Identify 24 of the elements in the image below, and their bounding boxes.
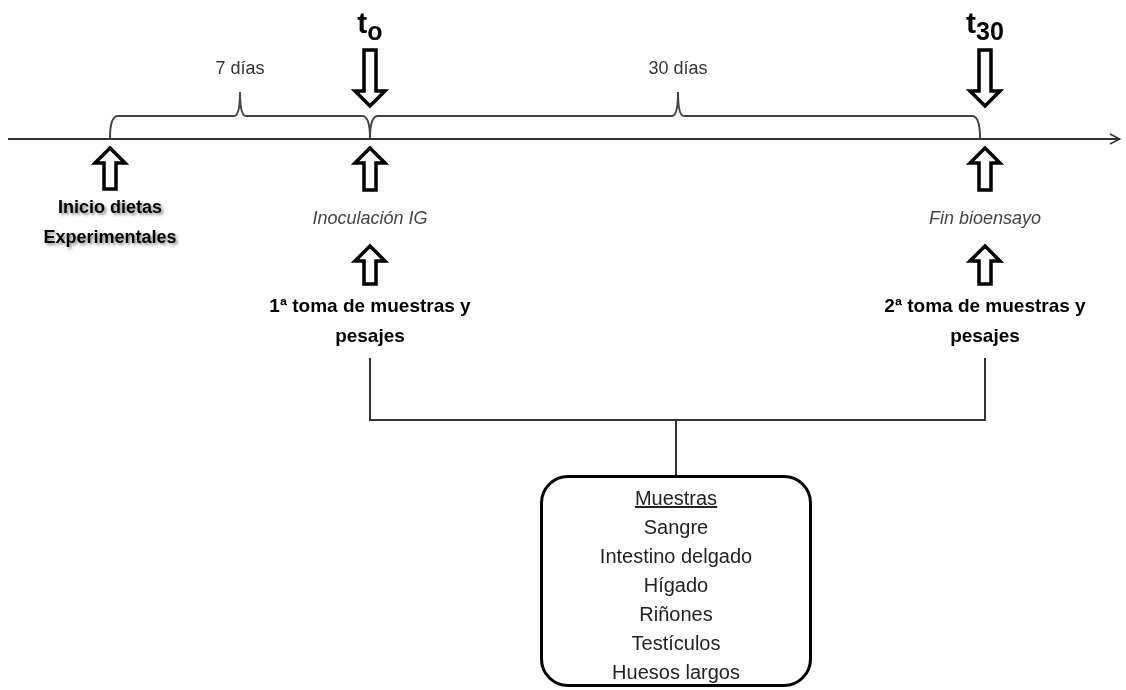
list-item: Riñones xyxy=(639,602,713,627)
list-heading: Muestras xyxy=(634,486,718,511)
list-item: Intestino delgado xyxy=(599,544,753,569)
list-item: Testículos xyxy=(631,631,721,656)
time-point-label: t$_{o}$ xyxy=(357,8,383,44)
block-arrow xyxy=(350,48,390,109)
list-item: Huesos largos xyxy=(612,660,740,685)
block-arrow xyxy=(965,243,1005,286)
block-arrow xyxy=(350,145,390,192)
sample-list-box xyxy=(540,475,812,687)
event-label: Inicio dietas Experimentales xyxy=(42,196,178,249)
block-arrow xyxy=(965,145,1005,192)
block-arrow xyxy=(90,145,130,191)
event-label: 1ª toma de muestras y pesajes xyxy=(268,294,472,348)
event-label: 2ª toma de muestras y pesajes xyxy=(883,294,1087,348)
duration-label: 30 días xyxy=(648,58,708,79)
event-label: Fin bioensayo xyxy=(928,207,1042,230)
time-point-label: t$_{30}$ xyxy=(966,8,1004,44)
block-arrow xyxy=(350,243,390,286)
block-arrow xyxy=(965,48,1005,109)
list-item: Sangre xyxy=(643,515,709,540)
event-label: Inoculación IG xyxy=(312,207,428,230)
list-item: Hígado xyxy=(643,573,709,598)
duration-label: 7 días xyxy=(215,58,265,79)
